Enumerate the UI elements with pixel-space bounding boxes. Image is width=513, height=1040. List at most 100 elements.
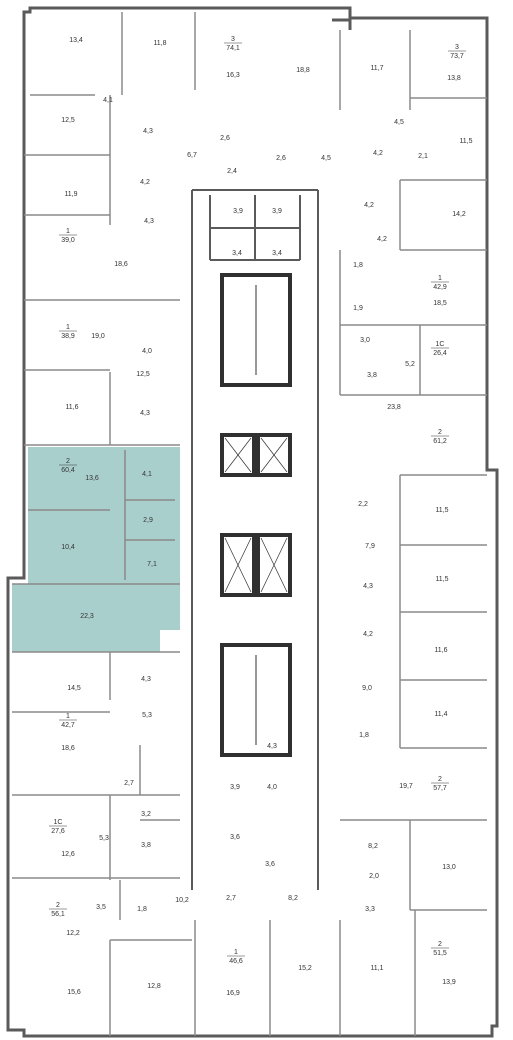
room-area-label: 11,7 [370,65,383,72]
room-area-label: 11,5 [435,576,448,583]
room-area-label: 4,0 [142,348,152,355]
apartment-badge[interactable]: 261,2 [431,429,449,445]
room-area-label: 4,2 [373,150,383,157]
room-area-label: 4,3 [140,410,150,417]
room-area-label: 4,3 [143,128,153,135]
room-area-label: 18,6 [61,745,75,752]
highlight-fill [12,447,180,652]
apartment-badge[interactable]: 256,1 [49,902,67,918]
room-area-label: 16,9 [226,990,240,997]
apartment-badge[interactable]: 146,6 [227,949,245,965]
apartment-badge[interactable]: 142,9 [431,275,449,291]
room-area-label: 11,4 [434,711,447,718]
room-area-label: 2,7 [124,780,134,787]
room-area-label: 4,1 [103,97,113,104]
room-area-label: 2,4 [227,168,237,175]
apartment-area: 56,1 [51,911,65,918]
room-area-label: 3,9 [272,208,282,215]
room-area-label: 11,9 [64,191,77,198]
apartment-area: 27,6 [51,828,65,835]
building-outline [6,6,499,1038]
apartment-badge[interactable]: 374,1 [224,36,242,52]
room-area-label: 4,2 [363,631,373,638]
stair-core-top [220,273,292,387]
room-area-label: 3,4 [272,250,282,257]
room-area-label: 2,0 [369,873,379,880]
apartment-area: 42,7 [61,722,75,729]
apartment-rooms: 1 [234,949,238,956]
apartment-badge[interactable]: 138,9 [59,324,77,340]
apartment-rooms: 1 [66,228,70,235]
room-area-label: 1,8 [137,906,147,913]
apartment-area: 26,4 [433,350,447,357]
apartment-rooms: 1С [54,819,63,826]
room-area-label: 11,6 [65,404,78,411]
room-area-label: 4,5 [321,155,331,162]
apartment-area: 42,9 [433,284,447,291]
room-area-label: 2,6 [220,135,230,142]
room-area-label: 1,8 [353,262,363,269]
room-area-label: 11,5 [435,507,448,514]
room-area-label: 11,6 [434,647,447,654]
room-area-label: 14,2 [452,211,466,218]
apartment-badge[interactable]: 260,4 [59,458,77,474]
room-area-label: 9,0 [362,685,372,692]
room-area-label: 3,5 [96,904,106,911]
room-area-label: 5,3 [99,835,109,842]
room-area-label: 10,4 [61,544,75,551]
apartment-area: 57,7 [433,785,447,792]
apartment-badge[interactable]: 142,7 [59,713,77,729]
room-area-label: 4,2 [364,202,374,209]
apartment-badge[interactable]: 139,0 [59,228,77,244]
left-rooms [12,12,416,1036]
apartment-rooms: 3 [231,36,235,43]
highlighted-apartment[interactable] [12,447,180,652]
room-area-label: 4,3 [267,743,277,750]
room-area-label: 3,4 [232,250,242,257]
room-area-label: 5,2 [405,361,415,368]
room-area-label: 4,2 [377,236,387,243]
apartment-badge[interactable]: 373,7 [448,44,466,60]
apartment-badge[interactable]: 251,5 [431,941,449,957]
apartment-rooms: 2 [66,458,70,465]
apartment-rooms: 3 [455,44,459,51]
room-area-label: 1,9 [353,305,363,312]
room-area-label: 2,2 [358,501,368,508]
room-area-label: 3,2 [141,811,151,818]
room-area-label: 3,3 [365,906,375,913]
room-area-label: 13,0 [442,864,456,871]
room-area-label: 4,5 [394,119,404,126]
apartment-rooms: 2 [56,902,60,909]
apartment-badge[interactable]: 257,7 [431,776,449,792]
apartment-rooms: 1 [66,713,70,720]
apartment-badge[interactable]: 1С 26,4 [431,341,449,357]
apartment-area: 60,4 [61,467,75,474]
room-area-label: 12,5 [136,371,150,378]
room-area-label: 6,7 [187,152,197,159]
room-area-label: 4,3 [144,218,154,225]
apartment-badge[interactable]: 1С 27,6 [49,819,67,835]
apartment-rooms: 1С [436,341,445,348]
room-area-label: 10,2 [175,897,189,904]
room-area-label: 3,9 [230,784,240,791]
apartment-rooms: 2 [438,776,442,783]
room-area-label: 16,3 [226,72,240,79]
room-area-label: 19,0 [91,333,105,340]
room-area-label: 4,0 [267,784,277,791]
stair-core-bottom [220,643,292,757]
room-area-label: 14,5 [67,685,81,692]
room-area-label: 18,5 [433,300,447,307]
room-area-label: 12,6 [61,851,75,858]
apartment-area: 46,6 [229,958,243,965]
room-area-label: 2,6 [276,155,286,162]
apartment-rooms: 2 [438,941,442,948]
apartment-rooms: 1 [66,324,70,331]
room-area-label: 12,8 [147,983,161,990]
room-area-label: 2,1 [418,153,428,160]
room-area-label: 3,9 [233,208,243,215]
room-area-label: 12,2 [66,930,80,937]
corridor-walls [191,189,319,890]
apartment-area: 38,9 [61,333,75,340]
room-area-label: 2,9 [143,517,153,524]
